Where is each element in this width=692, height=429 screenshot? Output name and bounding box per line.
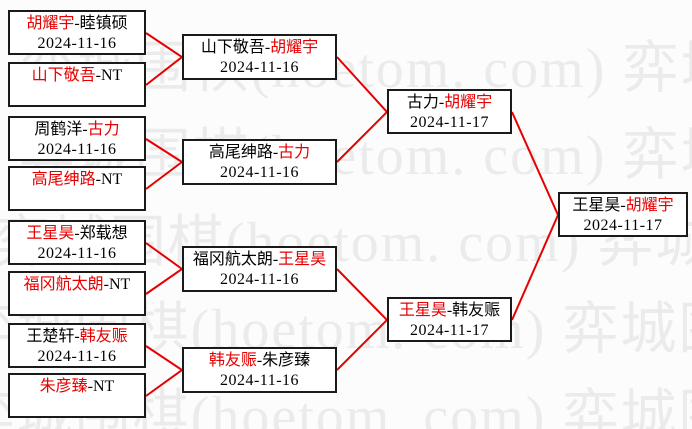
name-separator: - — [264, 39, 271, 56]
connector-line — [511, 111, 560, 321]
match-date: 2024-11-17 — [583, 217, 663, 234]
name-separator: - — [256, 352, 263, 369]
match-box-r2-2: 高尾绅路-古力 2024-11-16 — [182, 139, 337, 185]
player-name-winner: 古力 — [87, 121, 120, 138]
match-date: 2024-11-17 — [409, 322, 490, 339]
name-separator: - — [272, 144, 279, 161]
player-name: 朱彦臻 — [262, 352, 311, 369]
match-players: 周鹤洋-古力 — [10, 120, 144, 140]
player-name: NT — [101, 171, 123, 188]
name-separator: - — [438, 94, 445, 111]
player-name: 睦镇硕 — [79, 15, 128, 32]
match-players: 胡耀宇-睦镇硕 — [10, 14, 144, 34]
match-players: 福冈航太朗-NT — [10, 275, 144, 295]
player-name: NT — [101, 67, 123, 84]
match-date: 2024-11-16 — [37, 141, 117, 158]
match-box-r1-1: 胡耀宇-睦镇硕 2024-11-16 — [8, 10, 146, 55]
player-name-winner: 古力 — [278, 144, 311, 161]
match-box-r1-3: 周鹤洋-古力 2024-11-16 — [8, 116, 146, 161]
player-name-winner: 福冈航太朗 — [23, 276, 104, 293]
player-name-winner: 王星昊 — [26, 225, 75, 242]
player-name: 山下敬吾 — [200, 39, 265, 56]
match-date: 2024-11-16 — [219, 372, 300, 389]
match-players: 高尾绅路-NT — [10, 170, 144, 190]
player-name-winner: 胡耀宇 — [26, 15, 75, 32]
match-date: 2024-11-16 — [37, 245, 117, 262]
player-name: NT — [93, 378, 115, 395]
connector-line — [145, 242, 184, 295]
name-separator: - — [95, 67, 101, 84]
player-name-winner: 王星昊 — [398, 302, 447, 319]
match-players: 王星昊-胡耀宇 — [560, 196, 686, 216]
name-separator: - — [95, 171, 101, 188]
player-name: 王星昊 — [572, 197, 621, 214]
match-box-r3-2: 王星昊-韩友赈 2024-11-17 — [387, 297, 512, 342]
player-name-winner: 韩友赈 — [208, 352, 257, 369]
player-name-winner: 山下敬吾 — [31, 67, 96, 84]
match-date: 2024-11-17 — [409, 114, 490, 131]
player-name-winner: 胡耀宇 — [625, 197, 674, 214]
player-name-winner: 高尾绅路 — [31, 171, 96, 188]
name-separator: - — [82, 121, 88, 138]
match-players: 山下敬吾-NT — [10, 66, 144, 86]
match-players: 韩友赈-朱彦臻 — [184, 351, 335, 371]
name-separator: - — [87, 378, 93, 395]
match-date: 2024-11-16 — [219, 59, 300, 76]
player-name: 古力 — [406, 94, 439, 111]
connector-line — [145, 138, 184, 190]
match-players: 朱彦臻-NT — [10, 377, 144, 397]
match-box-r1-5: 王星昊-郑载想 2024-11-16 — [8, 220, 146, 265]
player-name: 周鹤洋 — [34, 121, 83, 138]
match-box-r2-3: 福冈航太朗-王星昊 2024-11-16 — [182, 246, 337, 292]
match-box-r2-1: 山下敬吾-胡耀宇 2024-11-16 — [182, 34, 337, 80]
player-name-winner: 胡耀宇 — [444, 94, 493, 111]
match-box-r1-7: 王楚轩-韩友赈 2024-11-16 — [8, 323, 146, 368]
player-name: 郑载想 — [79, 225, 128, 242]
player-name: 高尾绅路 — [208, 144, 273, 161]
player-name-winner: 胡耀宇 — [270, 39, 319, 56]
player-name: 韩友赈 — [452, 302, 501, 319]
name-separator: - — [74, 328, 80, 345]
match-players: 王星昊-郑载想 — [10, 224, 144, 244]
match-players: 王星昊-韩友赈 — [389, 301, 510, 321]
match-players: 王楚轩-韩友赈 — [10, 327, 144, 347]
match-box-r1-8: 朱彦臻-NT — [8, 373, 146, 418]
match-box-r1-6: 福冈航太朗-NT — [8, 271, 146, 316]
match-box-r1-2: 山下敬吾-NT — [8, 62, 146, 107]
name-separator: - — [74, 15, 80, 32]
player-name-winner: 王星昊 — [278, 251, 327, 268]
connector-line — [336, 268, 389, 371]
match-players: 福冈航太朗-王星昊 — [184, 250, 335, 270]
player-name-winner: 韩友赈 — [79, 328, 128, 345]
connector-line — [145, 32, 184, 86]
connector-line — [145, 345, 184, 397]
match-date: 2024-11-16 — [37, 348, 117, 365]
player-name: 福冈航太朗 — [192, 251, 273, 268]
match-box-final: 王星昊-胡耀宇 2024-11-17 — [558, 192, 688, 237]
player-name: 王楚轩 — [26, 328, 75, 345]
match-date: 2024-11-16 — [219, 164, 300, 181]
match-players: 山下敬吾-胡耀宇 — [184, 38, 335, 58]
name-separator: - — [620, 197, 626, 214]
match-box-r1-4: 高尾绅路-NT — [8, 166, 146, 211]
player-name-winner: 朱彦臻 — [39, 378, 88, 395]
name-separator: - — [446, 302, 453, 319]
name-separator: - — [103, 276, 109, 293]
name-separator: - — [272, 251, 279, 268]
name-separator: - — [74, 225, 80, 242]
connector-line — [336, 56, 389, 163]
match-date: 2024-11-16 — [37, 35, 117, 52]
match-players: 高尾绅路-古力 — [184, 143, 335, 163]
player-name: NT — [109, 276, 131, 293]
match-date: 2024-11-16 — [219, 271, 300, 288]
match-players: 古力-胡耀宇 — [389, 93, 510, 113]
match-box-r2-4: 韩友赈-朱彦臻 2024-11-16 — [182, 347, 337, 393]
match-box-r3-1: 古力-胡耀宇 2024-11-17 — [387, 89, 512, 134]
